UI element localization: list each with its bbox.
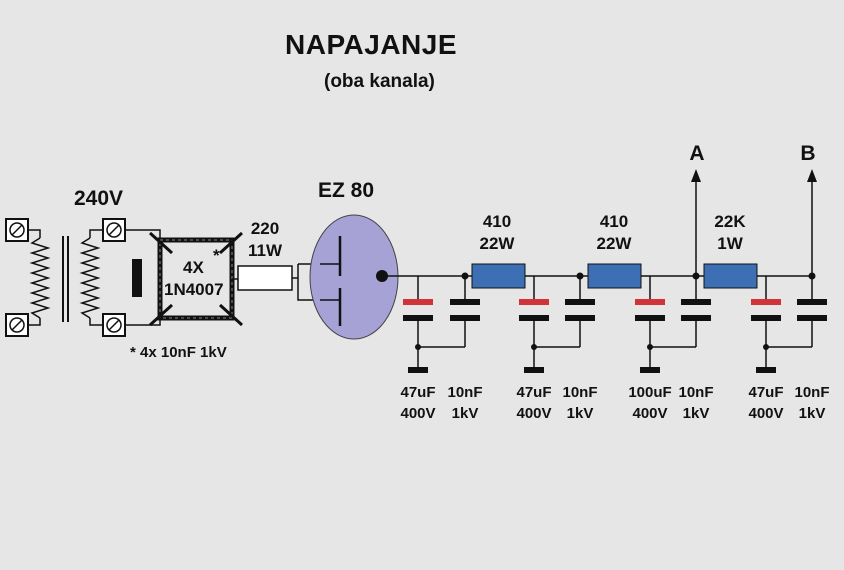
capacitor-1 — [403, 276, 465, 373]
output-b-label: B — [800, 142, 816, 165]
bridge-negative-terminal — [132, 259, 142, 297]
series-resistor — [237, 263, 320, 301]
series-resistor-value: 220 — [250, 219, 280, 238]
capacitor-plus-plate — [751, 299, 781, 305]
ground-bar — [408, 367, 428, 373]
bridge-input-wiring — [125, 229, 161, 326]
capacitor-minus-plate — [519, 315, 549, 321]
capacitor-minus-plate — [751, 315, 781, 321]
capacitor-4-voltage: 1kV — [566, 405, 594, 422]
capacitor-3-voltage: 400V — [516, 405, 552, 422]
capacitor-plus-plate — [635, 299, 665, 305]
capacitor-8 — [797, 276, 827, 347]
ground-bar — [640, 367, 660, 373]
filter-resistor-1-value: 410 — [482, 212, 512, 231]
ground-bar — [524, 367, 544, 373]
filter-resistor-3-power: 1W — [717, 234, 743, 253]
tube-name-label: EZ 80 — [318, 179, 375, 202]
capacitor-5-value: 100uF — [628, 384, 672, 401]
bridge-rectifier — [132, 231, 244, 327]
capacitor-plate — [450, 299, 480, 305]
series-resistor-power: 11W — [247, 241, 283, 260]
bridge-note: * 4x 10nF 1kV — [130, 344, 227, 361]
capacitor-4 — [565, 276, 595, 347]
capacitor-minus-plate — [635, 315, 665, 321]
capacitor-2 — [450, 276, 480, 347]
output-a-label: A — [689, 142, 705, 165]
filter-resistor-2-power: 22W — [596, 234, 632, 253]
capacitor-2-value: 10nF — [447, 384, 483, 401]
capacitor-plate — [565, 315, 595, 321]
rectifier-tube — [309, 214, 399, 340]
diagram-title: NAPAJANJE — [285, 29, 458, 60]
output-taps — [691, 169, 817, 276]
bridge-count-label: 4X — [183, 258, 204, 277]
capacitor-8-value: 10nF — [794, 384, 830, 401]
filter-resistor-3-value: 22K — [714, 212, 746, 231]
capacitor-2-voltage: 1kV — [451, 405, 479, 422]
bridge-part-label: 1N4007 — [164, 280, 224, 299]
terminal-screw-primary-top — [5, 218, 29, 242]
capacitor-1-voltage: 400V — [400, 405, 436, 422]
capacitor-plate — [565, 299, 595, 305]
terminal-screw-primary-bottom — [5, 313, 29, 337]
capacitor-7 — [751, 276, 812, 373]
secondary-winding — [79, 237, 101, 319]
capacitor-6-value: 10nF — [678, 384, 714, 401]
capacitor-plus-plate — [519, 299, 549, 305]
capacitor-6 — [681, 276, 711, 347]
capacitor-5 — [635, 276, 696, 373]
bridge-star-label: * — [213, 246, 220, 265]
filter-resistor-2 — [587, 263, 642, 289]
capacitor-plus-plate — [403, 299, 433, 305]
capacitor-plate — [681, 315, 711, 321]
capacitor-8-voltage: 1kV — [798, 405, 826, 422]
capacitor-plate — [797, 299, 827, 305]
transformer-voltage-label: 240V — [74, 187, 124, 210]
capacitor-plate — [681, 299, 711, 305]
diagram-subtitle: (oba kanala) — [324, 71, 435, 92]
transformer — [5, 218, 126, 337]
capacitor-7-value: 47uF — [748, 384, 784, 401]
capacitor-minus-plate — [403, 315, 433, 321]
filter-capacitors — [403, 276, 827, 373]
capacitor-5-voltage: 400V — [632, 405, 668, 422]
capacitor-7-voltage: 400V — [748, 405, 784, 422]
capacitor-plate — [797, 315, 827, 321]
capacitor-plate — [450, 315, 480, 321]
filter-resistor-1 — [471, 263, 526, 289]
ground-bar — [756, 367, 776, 373]
capacitor-1-value: 47uF — [400, 384, 436, 401]
terminal-screw-secondary-bottom — [102, 313, 126, 337]
tube-envelope — [309, 214, 399, 340]
filter-resistor-3 — [703, 263, 758, 289]
capacitor-6-voltage: 1kV — [682, 405, 710, 422]
filter-resistor-2-value: 410 — [599, 212, 629, 231]
terminal-screw-secondary-top — [102, 218, 126, 242]
capacitor-3 — [519, 276, 580, 373]
primary-winding — [29, 237, 51, 319]
filter-resistor-1-power: 22W — [479, 234, 515, 253]
capacitor-4-value: 10nF — [562, 384, 598, 401]
capacitor-3-value: 47uF — [516, 384, 552, 401]
